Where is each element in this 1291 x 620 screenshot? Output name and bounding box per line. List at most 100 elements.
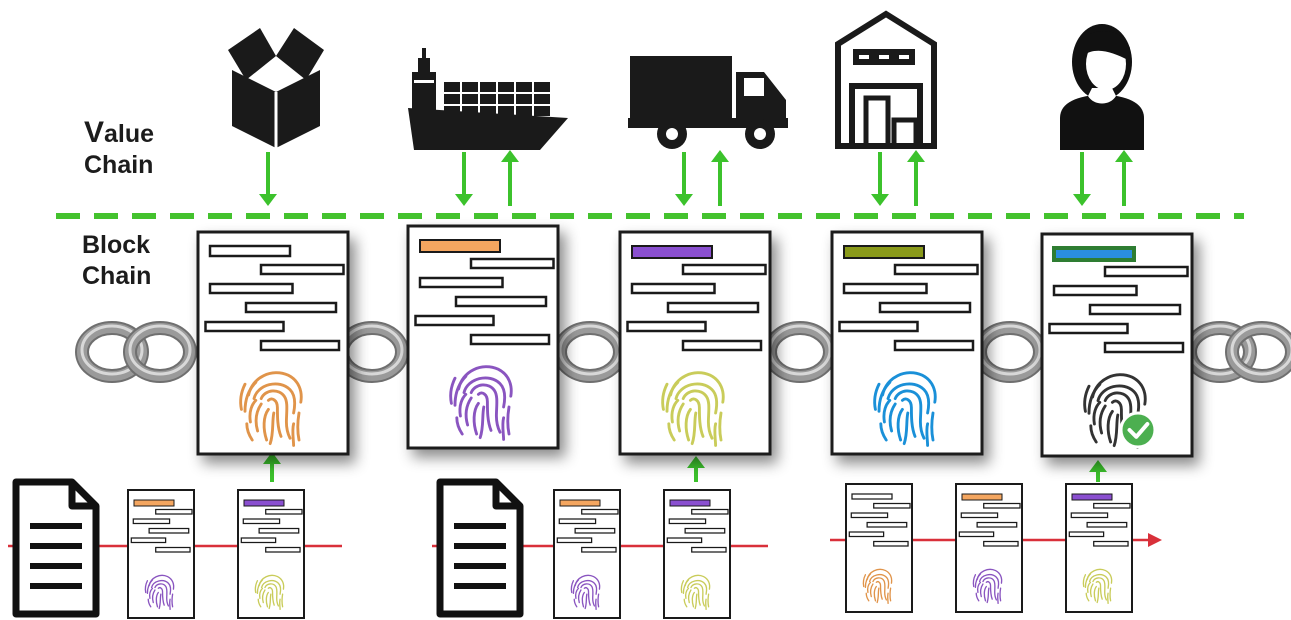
block-line: [851, 493, 893, 500]
block-line: [684, 527, 726, 534]
block-line: [558, 518, 597, 525]
chain-link: [335, 321, 409, 383]
down-arrow: [455, 152, 473, 206]
block-line: [581, 508, 619, 515]
mini-block: [663, 489, 731, 619]
block-line: [983, 502, 1021, 509]
truck-icon: [628, 56, 788, 149]
block-header-bar: [559, 499, 601, 507]
block-line: [258, 527, 300, 534]
ledger-group: [8, 478, 342, 619]
block-line: [556, 537, 593, 544]
down-arrow: [871, 152, 889, 206]
fingerprint-icon: [570, 574, 601, 610]
block-line: [1088, 303, 1182, 316]
value-chain-label: Value Chain: [84, 117, 204, 181]
warehouse-icon: [835, 10, 937, 149]
cargo-ship-icon: [408, 48, 568, 150]
block-line: [878, 301, 972, 314]
block-header-bar: [669, 499, 711, 507]
block-line: [1048, 322, 1129, 335]
block-header-bar: [1052, 246, 1136, 262]
ledger-up-arrow: [687, 456, 705, 482]
block-line: [265, 546, 301, 553]
fingerprint-icon: [449, 365, 513, 441]
chain-link: [1225, 321, 1291, 383]
block-line: [630, 282, 716, 295]
fingerprint-icon: [1082, 568, 1113, 604]
box-icon: [228, 28, 324, 148]
block: [196, 230, 350, 456]
block: [1040, 232, 1194, 458]
fingerprint-icon: [680, 574, 711, 610]
block-line: [1093, 540, 1129, 547]
chain-link: [123, 321, 197, 383]
block-line: [873, 502, 911, 509]
block-line: [666, 537, 703, 544]
block-line: [259, 263, 345, 276]
block-header-bar: [961, 493, 1003, 501]
block-line: [1103, 265, 1189, 278]
block-line: [681, 339, 763, 352]
block-line: [132, 518, 171, 525]
block: [830, 230, 984, 456]
block-line: [893, 263, 979, 276]
block-line: [848, 531, 885, 538]
block-line: [208, 282, 294, 295]
up-arrow: [1115, 150, 1133, 206]
block-line: [893, 339, 975, 352]
block-line: [983, 540, 1019, 547]
block-header-bar: [1071, 493, 1113, 501]
chain-link: [75, 321, 149, 383]
block-line: [691, 508, 729, 515]
mini-block: [1065, 483, 1133, 613]
block-line: [244, 301, 338, 314]
block-line: [960, 512, 999, 519]
block-line: [873, 540, 909, 547]
fingerprint-icon: [144, 574, 175, 610]
block-line: [958, 531, 995, 538]
block-line: [574, 527, 616, 534]
block-line: [838, 320, 919, 333]
block-line: [208, 244, 292, 258]
document-icon: [436, 478, 524, 618]
mini-block: [127, 489, 195, 619]
block-line: [866, 521, 908, 528]
fingerprint-icon: [873, 371, 937, 447]
block-line: [130, 537, 167, 544]
value-chain-label-rest: alue: [104, 120, 155, 148]
value-chain-label-line1: Value: [84, 117, 204, 150]
flow-arrows: [259, 150, 1133, 482]
block-chain-label-line1: Block: [82, 231, 151, 259]
timeline-arrowhead: [1148, 533, 1162, 547]
mini-block: [845, 483, 913, 613]
consumer-icon: [1060, 24, 1144, 150]
block-line: [850, 512, 889, 519]
down-arrow: [259, 152, 277, 206]
block-line: [418, 276, 504, 289]
block-line: [1070, 512, 1109, 519]
down-arrow: [675, 152, 693, 206]
block-line: [155, 546, 191, 553]
block: [618, 230, 772, 456]
block-line: [1052, 284, 1138, 297]
block-line: [668, 518, 707, 525]
block-line: [265, 508, 303, 515]
block: [406, 224, 560, 450]
up-arrow: [501, 150, 519, 206]
value-chain-icons: [228, 10, 1144, 150]
document-icon: [12, 478, 100, 618]
fingerprint-icon: [661, 371, 725, 447]
up-arrow: [907, 150, 925, 206]
block-line: [1093, 502, 1131, 509]
mini-block: [237, 489, 305, 619]
chain-link: [973, 321, 1047, 383]
block-line: [469, 257, 555, 270]
block-line: [626, 320, 707, 333]
block-line: [581, 546, 617, 553]
block-line: [666, 301, 760, 314]
block-line: [469, 333, 551, 346]
block-line: [240, 537, 277, 544]
block-chain-label-line2: Chain: [82, 262, 152, 290]
